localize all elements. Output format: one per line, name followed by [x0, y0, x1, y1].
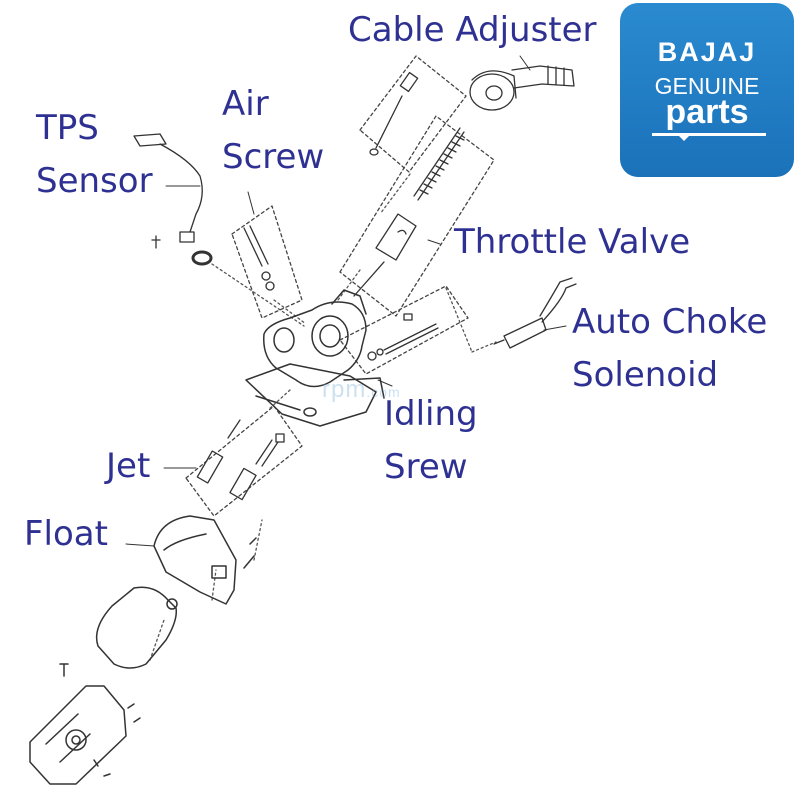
label-air-screw: Air Screw	[222, 84, 324, 178]
label-jet-text: Jet	[106, 446, 151, 486]
label-idling-screw-line2: Srew	[384, 446, 468, 487]
auto-choke-solenoid-part	[493, 277, 577, 349]
watermark-suffix: .com	[366, 384, 401, 400]
label-air-screw-line1: Air	[222, 84, 269, 124]
jet-parts	[196, 419, 285, 501]
assembly-leader-lines	[149, 173, 497, 661]
throttle-spring-part	[413, 127, 465, 201]
tps-sensor-part	[133, 133, 213, 266]
logo-genuine: GENUINE	[654, 73, 760, 99]
label-float-text: Float	[24, 514, 108, 554]
label-air-screw-line2: Screw	[222, 136, 325, 177]
bajaj-genuine-parts-logo: BAJAJ GENUINE parts	[620, 3, 794, 177]
logo-underline	[652, 133, 766, 136]
label-auto-choke-solenoid: Auto Choke Solenoid	[572, 302, 767, 396]
air-screw-part	[243, 225, 275, 291]
label-tps-sensor-line1: TPS	[36, 108, 99, 148]
label-leader-lines	[125, 55, 567, 547]
float-bowl-part	[153, 515, 257, 605]
label-cable-adjuster-text: Cable Adjuster	[348, 10, 597, 50]
label-idling-screw: Idling Srew	[384, 394, 478, 488]
cable-adjuster-part	[469, 65, 575, 111]
idling-screw-part	[367, 313, 439, 361]
logo-parts: parts	[665, 93, 749, 131]
carburetor-body	[245, 289, 385, 427]
throttle-parts-box	[185, 55, 495, 517]
throttle-valve-part	[353, 213, 417, 297]
watermark-text: rpm	[322, 376, 367, 403]
label-auto-choke-line2: Solenoid	[572, 354, 719, 395]
label-cable-adjuster: Cable Adjuster	[348, 10, 597, 51]
label-float: Float	[24, 514, 108, 555]
float-gasket-part	[95, 586, 178, 669]
watermark: rpm.com	[322, 376, 401, 404]
needle-clip-part	[369, 71, 419, 156]
label-tps-sensor-line2: Sensor	[36, 160, 153, 201]
label-throttle-valve-text: Throttle Valve	[454, 222, 691, 262]
logo-tick-icon	[677, 134, 691, 141]
label-throttle-valve: Throttle Valve	[454, 222, 690, 263]
bowl-cover-part	[29, 663, 141, 785]
label-idling-screw-line1: Idling	[384, 394, 478, 434]
label-jet: Jet	[106, 446, 150, 487]
label-auto-choke-line1: Auto Choke	[572, 302, 768, 342]
logo-brand: BAJAJ	[657, 37, 757, 67]
label-tps-sensor: TPS Sensor	[36, 108, 153, 202]
